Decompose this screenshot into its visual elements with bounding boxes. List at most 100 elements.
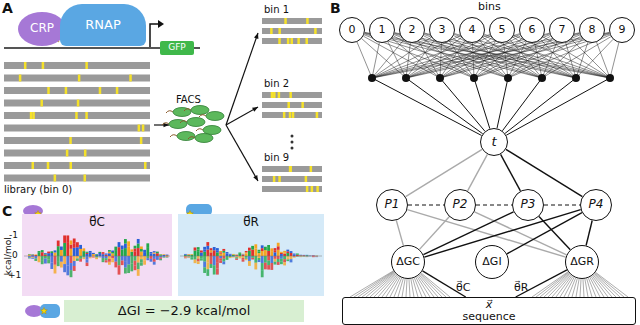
cell — [203, 126, 221, 135]
logo-letter — [206, 242, 209, 246]
panel-letter: B — [330, 0, 341, 16]
cell — [173, 108, 191, 117]
network-link — [372, 43, 379, 78]
text-label: θ⃗R — [514, 282, 528, 295]
connector — [501, 154, 521, 191]
logo-letter — [270, 248, 273, 251]
text-label: θ⃗C — [456, 282, 470, 295]
logo-letter — [190, 256, 193, 258]
logo-letter — [118, 256, 121, 265]
mutation-mark — [289, 92, 292, 98]
logo-letter — [121, 261, 124, 266]
network-link — [505, 78, 576, 133]
logo-letter — [50, 251, 53, 253]
logo-letter — [162, 254, 165, 256]
node-text: x⃗ — [486, 299, 493, 311]
network-link — [597, 42, 610, 78]
logo-letter — [312, 256, 315, 258]
logo-letter — [137, 269, 140, 276]
logo-letter — [267, 265, 270, 270]
node-text: GFP — [168, 43, 186, 53]
logo-letter — [248, 251, 251, 256]
node-text: θ⃗C — [89, 216, 105, 229]
weight-fan — [394, 278, 402, 297]
logo-letter — [312, 255, 315, 257]
weight-fan — [580, 279, 581, 297]
sequence-bar — [262, 176, 322, 182]
node-text: 2 — [409, 24, 416, 36]
logo-letter — [134, 256, 137, 261]
mutation-mark — [270, 28, 273, 34]
hidden-unit — [504, 74, 512, 82]
node-text: CRP — [30, 22, 54, 35]
cell-tail — [162, 123, 169, 125]
network-link — [440, 78, 485, 131]
logo-letter — [299, 255, 302, 257]
hidden-unit — [402, 74, 410, 82]
logo-letter — [258, 253, 261, 256]
logo-letter — [79, 259, 82, 262]
bin-node: 1 — [369, 17, 395, 43]
logo-letter — [261, 270, 264, 277]
logo-letter — [210, 260, 213, 264]
logo-letter — [251, 250, 254, 256]
logo-letter — [261, 256, 264, 263]
logo-letter — [290, 251, 293, 253]
logo-letter — [105, 256, 108, 258]
cell — [191, 106, 209, 115]
logo-letter — [267, 248, 270, 251]
logo-baseline — [180, 256, 322, 257]
logo-letter — [127, 247, 130, 256]
logo-letter — [286, 251, 289, 253]
parameter-node: P4 — [580, 189, 612, 221]
logo-letter — [82, 258, 85, 260]
logo-letter — [203, 249, 206, 251]
mutation-mark — [314, 28, 317, 34]
logo-letter — [98, 254, 101, 256]
logo-letter — [206, 263, 209, 270]
sequence-bar — [4, 162, 150, 169]
logo-letter — [114, 247, 117, 250]
logo-letter — [102, 254, 105, 256]
network-link — [357, 42, 372, 78]
mutation-mark — [283, 112, 286, 118]
parameter-node: P1 — [376, 189, 408, 221]
logo-letter — [150, 252, 153, 253]
logo-letter — [89, 257, 92, 258]
logo-letter — [44, 261, 47, 264]
logo-letter — [245, 259, 248, 260]
logo-letter — [150, 253, 153, 256]
sequence-bar — [4, 62, 150, 69]
logo-letter — [28, 256, 31, 258]
logo-letter — [130, 264, 133, 272]
logo-letter — [143, 256, 146, 260]
node-text: 6 — [529, 24, 536, 36]
logo-letter — [283, 259, 286, 262]
logo-letter — [242, 260, 245, 262]
logo-letter — [226, 258, 229, 260]
text-label: library (bin 0) — [4, 184, 72, 196]
weight-fan — [594, 274, 616, 297]
logo-letter — [194, 247, 197, 250]
cell — [177, 132, 195, 141]
logo-letter — [306, 254, 309, 255]
hidden-unit — [368, 74, 376, 82]
weight-fan — [416, 277, 426, 297]
logo-letter — [197, 259, 200, 262]
hidden-unit — [606, 74, 614, 82]
arrow-head — [253, 175, 258, 181]
logo-letter — [44, 253, 47, 255]
logo-letter — [219, 256, 222, 258]
logo-letter — [302, 254, 305, 255]
logo-letter — [124, 256, 127, 262]
logo-letter — [86, 259, 89, 262]
logo-letter — [213, 250, 216, 256]
logo-letter — [206, 269, 209, 276]
logo-letter — [267, 261, 270, 266]
logo-letter — [111, 252, 114, 253]
logo-letter — [267, 256, 270, 261]
mutation-mark — [278, 176, 281, 182]
weight-fan — [591, 276, 604, 297]
logo-letter — [153, 256, 156, 259]
logo-letter — [245, 254, 248, 256]
